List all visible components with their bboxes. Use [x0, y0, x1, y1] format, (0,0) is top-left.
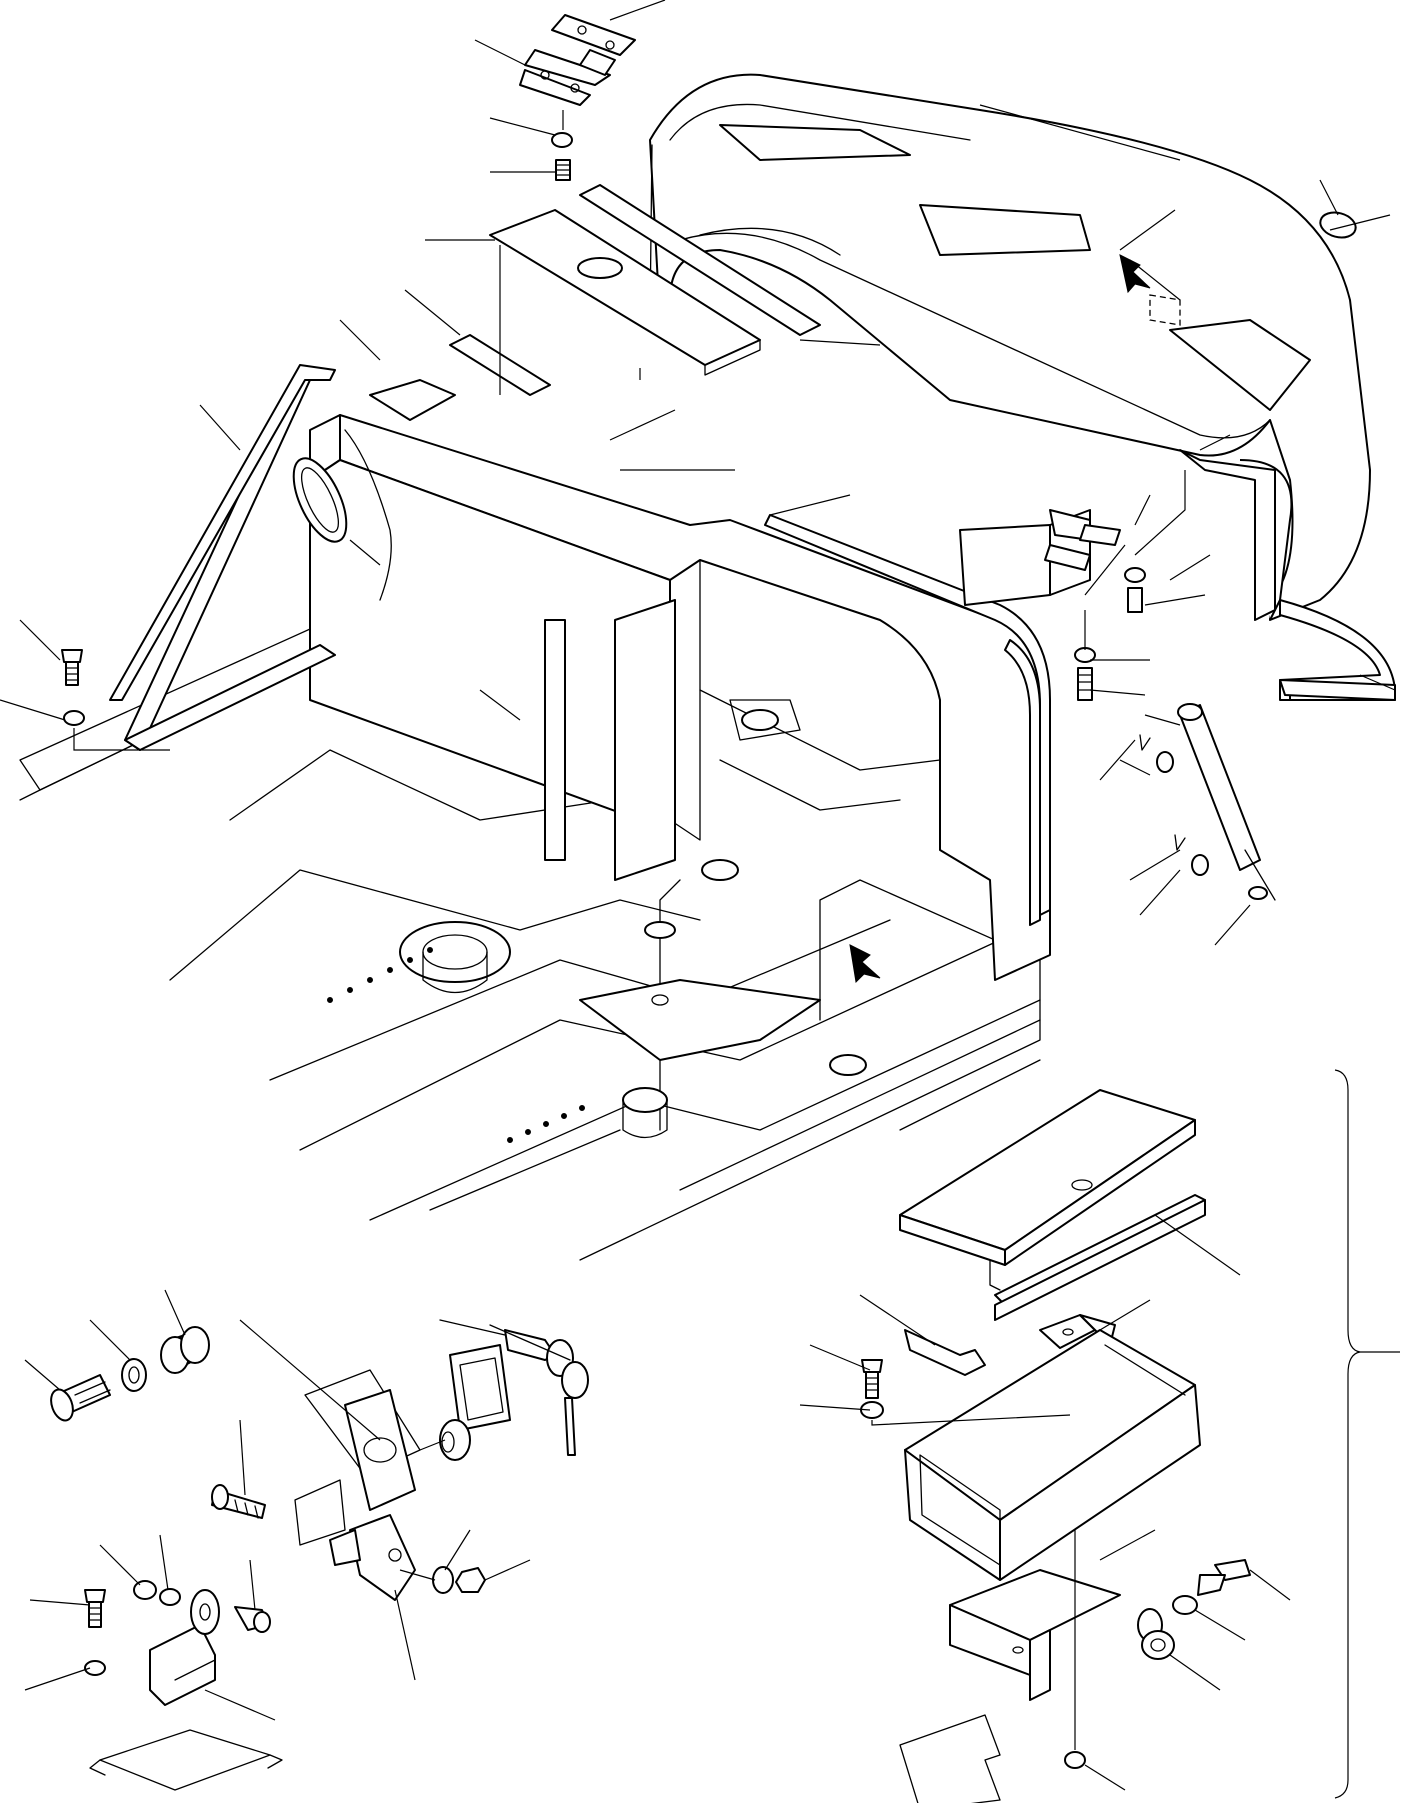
- machine-frame: [19, 619, 1041, 1261]
- hinge-top: [519, 14, 636, 181]
- toolbox-assembly: [860, 1089, 1251, 1808]
- engine-hood-assembly: [649, 73, 1396, 701]
- bolt-left: [61, 649, 170, 751]
- hinge-side: [959, 470, 1186, 701]
- side-door-panel: [109, 364, 1051, 981]
- lock-assembly: [50, 1319, 589, 1791]
- cover-plate: [449, 184, 821, 396]
- group-brace: [1334, 1069, 1400, 1799]
- gas-spring: [1139, 703, 1276, 901]
